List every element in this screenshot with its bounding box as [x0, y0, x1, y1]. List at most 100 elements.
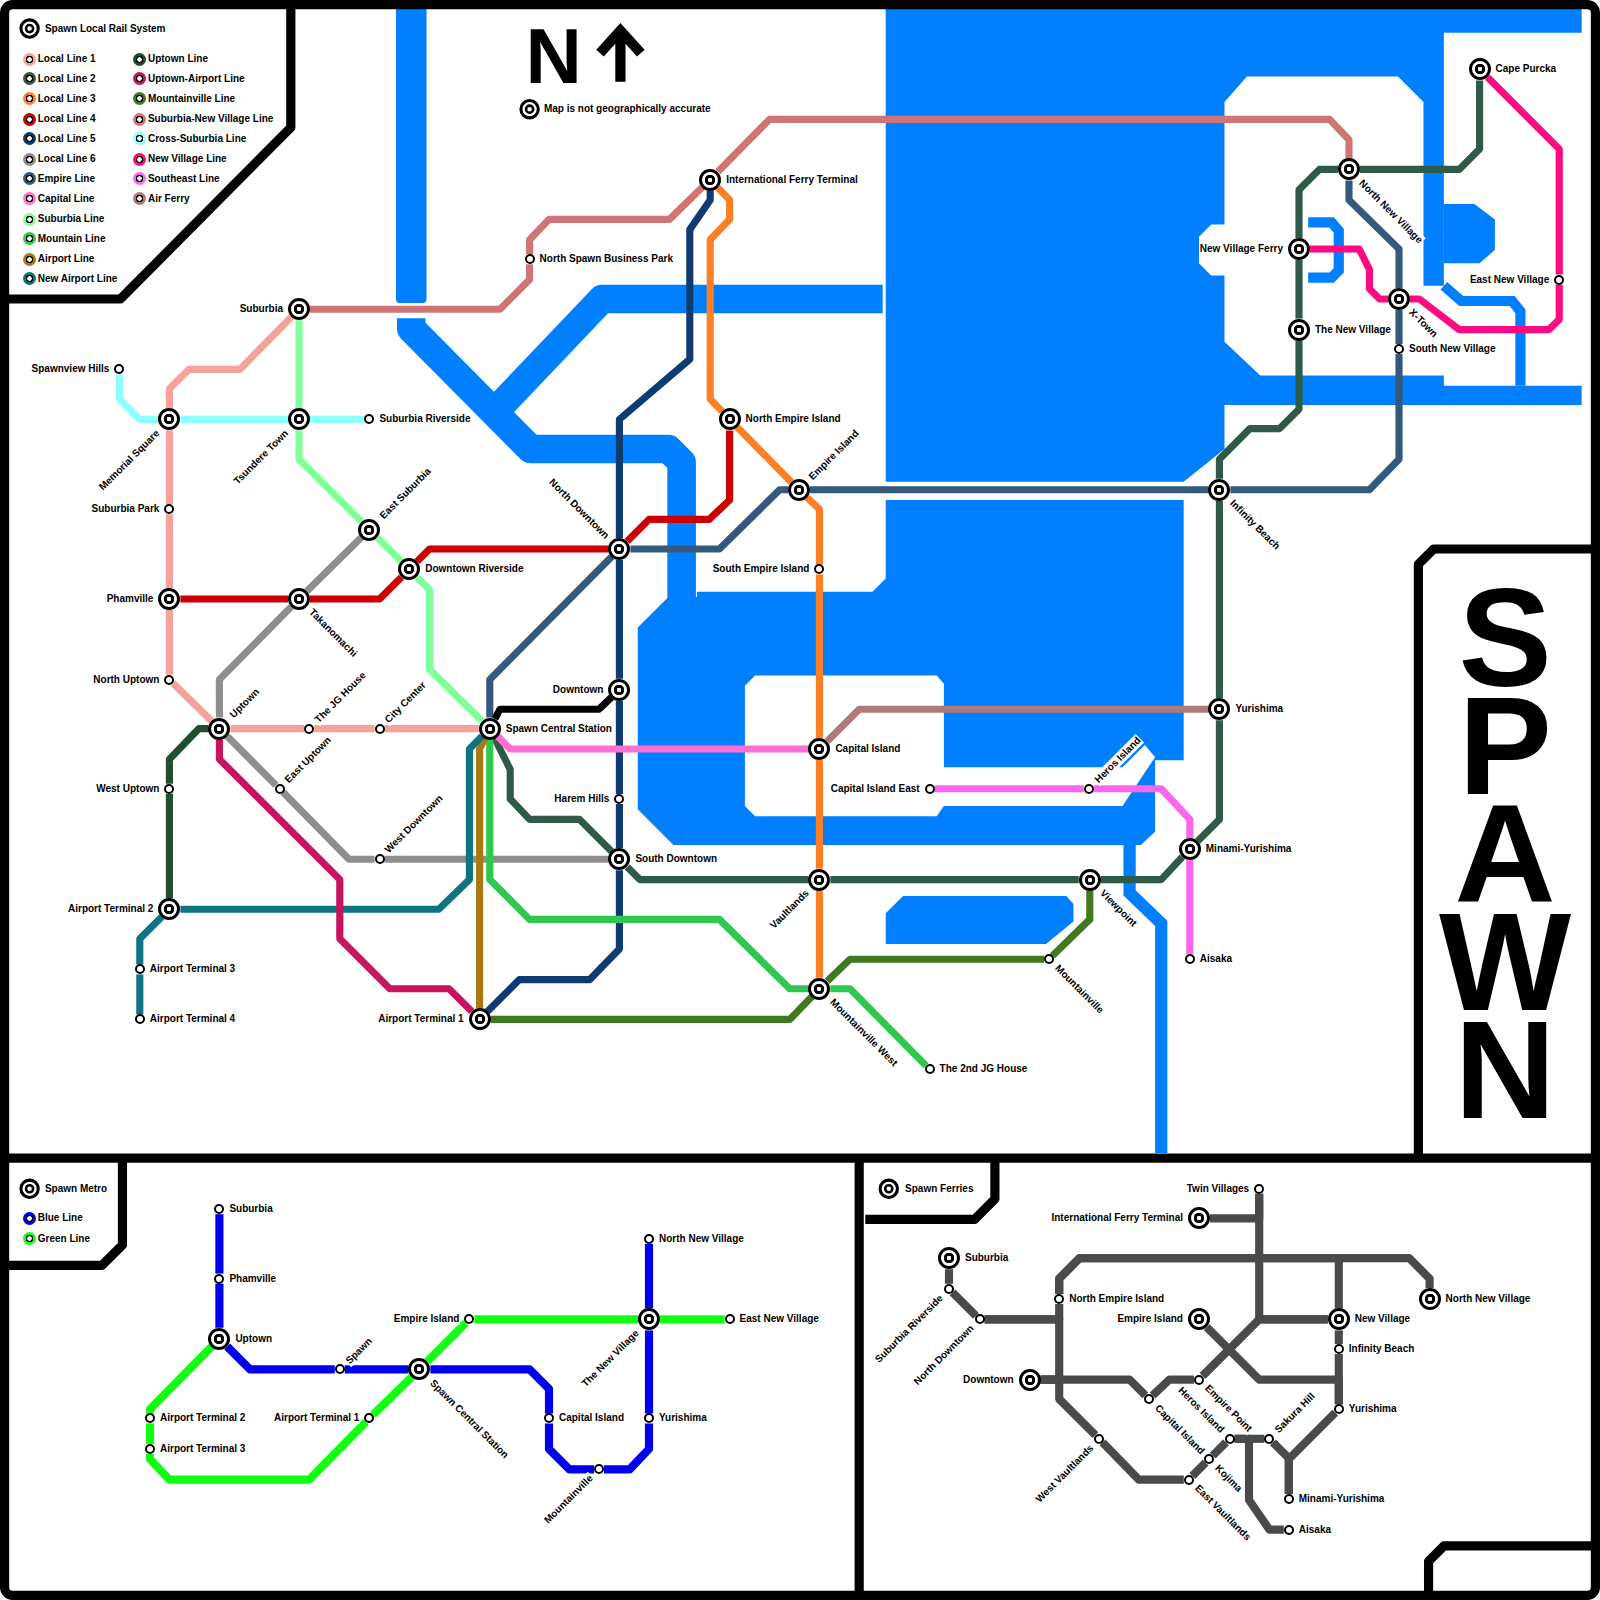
station-marker: Empire Island: [788, 479, 810, 501]
rail-segment: [1059, 1258, 1429, 1294]
rail-segment: [146, 1423, 154, 1444]
rail-segment: [1230, 354, 1399, 490]
station-name: North Uptown: [92, 674, 160, 686]
station-marker: Yurishima: [1334, 1404, 1344, 1414]
legend-label: Blue Line: [38, 1212, 83, 1224]
station-name: Suburbia Riverside: [378, 413, 471, 425]
system-heading: Spawn Ferries: [905, 1183, 973, 1195]
rail-segment: [619, 191, 710, 538]
rail-segment: [495, 738, 612, 851]
rail-segment: [827, 709, 1208, 741]
rail-segment: [660, 1315, 725, 1323]
rail-segment: [1310, 249, 1388, 299]
station-name: Viewpoint: [1097, 887, 1140, 930]
station-marker: Heros Island: [1225, 1434, 1235, 1444]
station-name: Kojima: [1212, 1462, 1245, 1495]
station-name: North New Village: [1356, 176, 1426, 246]
water: [886, 5, 1582, 482]
station-name: East New Village: [1469, 274, 1550, 286]
rail-segment: [314, 725, 374, 732]
rail-segment: [498, 736, 809, 749]
station-name: Capital Island: [558, 1412, 625, 1424]
station-marker: Spawn: [335, 1364, 345, 1374]
rail-segment: [1335, 1330, 1343, 1344]
station-marker: Airport Terminal 2: [145, 1413, 155, 1423]
station-marker: International Ferry Terminal: [699, 169, 721, 191]
station-marker: Airport Terminal 2: [158, 898, 180, 920]
station-marker: Suburbia Riverside: [364, 414, 374, 424]
rail-segment: [985, 1319, 1060, 1379]
legend-swatch: [23, 113, 36, 126]
station-marker: Harem Hills: [614, 794, 624, 804]
rail-segment: [807, 497, 820, 564]
station-marker: Suburbia Park: [164, 504, 174, 514]
station-marker: Takanomachi: [288, 588, 310, 610]
rail-segment: [490, 557, 612, 718]
outer-frame: [5, 5, 1596, 1596]
station-marker: Sakura Hill: [1264, 1434, 1274, 1444]
water: [1444, 204, 1495, 263]
rail-segment: [1192, 1463, 1205, 1476]
station-marker: Empire Island: [464, 1314, 474, 1324]
station-marker: Airport Terminal 3: [145, 1444, 155, 1454]
rail-segment: [953, 1292, 977, 1316]
station-name: Mountainville West: [826, 996, 900, 1070]
station-name: Phamville: [228, 1273, 277, 1285]
station-icon: [885, 1185, 892, 1192]
rail-segment: [215, 1214, 223, 1273]
rail-segment: [180, 595, 288, 602]
station-name: North New Village: [1445, 1293, 1532, 1305]
station-name: The 2nd JG House: [939, 1063, 1029, 1075]
station-icon: [880, 1180, 897, 1197]
rail-segment: [630, 490, 788, 549]
legend-swatch: [23, 192, 36, 205]
station-name: The JG House: [312, 669, 369, 726]
station-name: Suburbia Park: [91, 503, 161, 515]
rail-segment: [474, 1315, 638, 1323]
rail-segment: [385, 725, 479, 732]
station-name: North Spawn Business Park: [539, 253, 674, 265]
station-marker: Capital Island: [544, 1413, 554, 1423]
rail-segment: [166, 514, 173, 588]
station-name: Suburbia: [964, 1252, 1009, 1264]
station-marker: X-Town: [1388, 288, 1410, 310]
station-marker: North Downtown: [608, 538, 630, 560]
rail-segment: [495, 697, 612, 718]
panel-notch: [1429, 1546, 1600, 1600]
station-name: Spawn: [342, 1334, 375, 1367]
rail-segment: [119, 374, 158, 419]
rail-segment: [830, 876, 1078, 883]
station-name: North Empire Island: [1068, 1293, 1165, 1305]
legend-label: Uptown-Airport Line: [148, 73, 245, 85]
legend-label: Local Line 2: [38, 73, 96, 85]
legend-label: Southeast Line: [148, 173, 220, 185]
panel-divider: [0, 1154, 1600, 1163]
legend-swatch: [133, 132, 146, 145]
station-marker: Kojima: [1204, 1454, 1214, 1464]
station-name: International Ferry Terminal: [725, 174, 859, 186]
station-marker: Viewpoint: [1079, 869, 1101, 891]
station-name: Downtown Riverside: [424, 563, 524, 575]
station-name: Cape Purcka: [1495, 63, 1558, 75]
station-marker: Twin Villages: [1254, 1184, 1264, 1194]
rail-segment: [166, 430, 173, 504]
station-name: Tsundere Town: [231, 426, 292, 487]
station-marker: Suburbia Riverside: [944, 1284, 954, 1294]
station-marker: Capital Island: [808, 738, 830, 760]
station-marker: The 2nd JG House: [925, 1064, 935, 1074]
legend-label: Airport Line: [38, 253, 95, 265]
rail-segment: [310, 264, 530, 309]
station-name: South New Village: [1408, 343, 1497, 355]
station-marker: City Center: [375, 724, 385, 734]
station-name: West Uptown: [95, 783, 160, 795]
rail-segment: [230, 725, 304, 732]
rail-segment: [299, 430, 362, 521]
station-marker: East Uptown: [275, 784, 285, 794]
station-name: International Ferry Terminal: [1050, 1212, 1184, 1224]
rail-segment: [1219, 341, 1299, 479]
station-name: Airport Terminal 3: [149, 963, 236, 975]
rail-segment: [180, 416, 288, 423]
rail-segment: [490, 740, 809, 989]
station-marker: North New Village: [644, 1234, 654, 1244]
